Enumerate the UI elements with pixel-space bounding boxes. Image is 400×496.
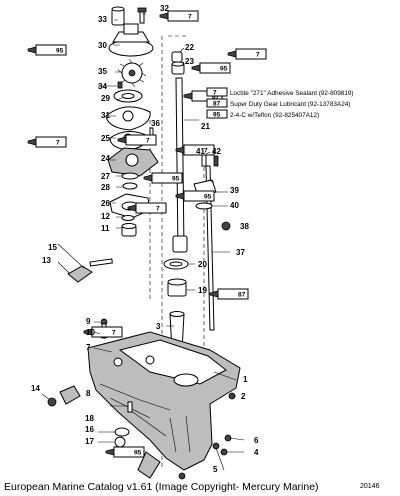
callout-23: 23 — [185, 57, 194, 66]
sealant-tube-code: 87 — [212, 94, 220, 101]
sealant-tube-code: 7 — [256, 52, 260, 59]
sealant-tube-code: 7 — [156, 206, 160, 213]
sealant-tube-code: 7 — [146, 138, 150, 145]
callout-21: 21 — [201, 122, 210, 131]
callout-12: 12 — [101, 212, 110, 221]
callout-26: 26 — [101, 199, 110, 208]
callout-11: 11 — [101, 224, 110, 233]
callout-36: 36 — [151, 119, 160, 128]
legend-code: 7 — [213, 90, 217, 97]
sealant-tube-icon: 87 — [209, 288, 249, 300]
sealant-tube-icon: 95 — [143, 172, 183, 184]
callout-2: 2 — [241, 392, 246, 401]
callout-34: 34 — [98, 82, 107, 91]
callout-42: 42 — [212, 147, 221, 156]
callout-1: 1 — [243, 375, 248, 384]
callout-20: 20 — [198, 260, 207, 269]
callout-5: 5 — [213, 465, 218, 474]
legend-code: 95 — [213, 112, 221, 119]
part-callouts: 1234567891011121314151617181920212223242… — [31, 4, 259, 474]
legend-items: 7 Loctite "271" Adhesive Sealant (92-8098… — [206, 87, 354, 119]
compound-legend: 7 Loctite "271" Adhesive Sealant (92-8098… — [206, 87, 354, 119]
callout-7: 7 — [86, 343, 91, 352]
sealant-tube-code: 95 — [134, 450, 142, 457]
callout-24: 24 — [101, 154, 110, 163]
legend-item: 87 Super Duty Gear Lubricant (92-13783A24… — [206, 98, 350, 108]
callout-18: 18 — [85, 414, 94, 423]
callout-30: 30 — [98, 41, 107, 50]
sealant-tube-code: 7 — [112, 330, 116, 337]
sealant-tube-icon: 7 — [159, 10, 199, 22]
sealant-tube-icon: 95 — [175, 190, 215, 202]
callout-41: 41 — [196, 147, 205, 156]
callout-6: 6 — [254, 436, 259, 445]
legend-text: 2-4-C w/Teflon (92-825407A12) — [230, 112, 319, 119]
sealant-tube-icon: 95 — [105, 446, 145, 458]
callout-9: 9 — [86, 317, 91, 326]
callout-38: 38 — [240, 222, 249, 231]
legend-text: Super Duty Gear Lubricant (92-13783A24) — [230, 101, 350, 108]
callout-15: 15 — [48, 243, 57, 252]
water-pump-assembly — [105, 6, 159, 237]
page-number-fragment: 20146 — [360, 483, 380, 490]
sealant-tube-icon: 95 — [27, 44, 67, 56]
image-caption: European Marine Catalog v1.61 (Image Cop… — [4, 481, 319, 493]
callout-17: 17 — [85, 437, 94, 446]
gear-housing — [87, 331, 241, 479]
sealant-tube-icon: 7 — [175, 144, 215, 156]
callout-22: 22 — [185, 43, 194, 52]
callout-10: 10 — [86, 328, 95, 337]
sealant-tube-icon: 95 — [191, 62, 231, 74]
callout-25: 25 — [101, 134, 110, 143]
callout-14: 14 — [31, 384, 40, 393]
sealant-tube-icon: 7 — [127, 202, 167, 214]
callout-28: 28 — [101, 183, 110, 192]
sealant-tube-code: 95 — [220, 66, 228, 73]
callout-33: 33 — [98, 15, 107, 24]
legend-item: 7 Loctite "271" Adhesive Sealant (92-8098… — [206, 87, 354, 97]
legend-item: 95 2-4-C w/Teflon (92-825407A12) — [206, 109, 319, 119]
sealant-tube-icon: 7 — [227, 48, 267, 60]
legend-code: 87 — [213, 101, 221, 108]
callout-40: 40 — [230, 201, 239, 210]
callout-16: 16 — [85, 425, 94, 434]
callout-3: 3 — [156, 322, 161, 331]
sealant-tube-code: 87 — [238, 292, 246, 299]
callout-4: 4 — [254, 448, 259, 457]
legend-text: Loctite "271" Adhesive Sealant (92-80981… — [230, 90, 354, 97]
sealant-tube-icon: 7 — [83, 326, 123, 338]
leader-lines — [41, 13, 245, 478]
sealant-tube-code: 7 — [204, 148, 208, 155]
sealant-tube-code: 7 — [56, 140, 60, 147]
callout-13: 13 — [42, 256, 51, 265]
sealant-tube-icon: 7 — [117, 134, 157, 146]
callout-35: 35 — [98, 67, 107, 76]
sealant-tube-code: 95 — [56, 48, 64, 55]
callout-32: 32 — [160, 4, 169, 13]
callout-37: 37 — [236, 248, 245, 257]
callout-19: 19 — [198, 286, 207, 295]
callout-31: 31 — [101, 111, 110, 120]
sealant-tube-icon: 7 — [27, 136, 67, 148]
callout-39: 39 — [230, 186, 239, 195]
sealant-tube-code: 95 — [172, 176, 180, 183]
callout-29: 29 — [101, 94, 110, 103]
sealant-tube-code: 95 — [204, 194, 212, 201]
sealant-tube-code: 7 — [188, 14, 192, 21]
impeller — [117, 58, 147, 88]
callout-27: 27 — [101, 172, 110, 181]
callout-8: 8 — [86, 389, 91, 398]
